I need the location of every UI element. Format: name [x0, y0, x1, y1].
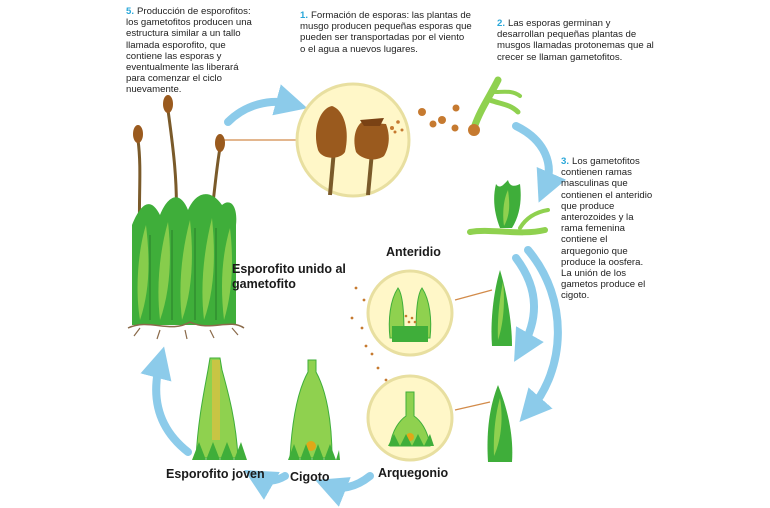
capsule-circle	[295, 82, 411, 198]
gametophyte-icon	[467, 180, 550, 236]
step-5-text: 5.Producción de esporofitos: los gametof…	[126, 6, 252, 96]
antheridium-icon	[366, 269, 454, 357]
label-esporofito-joven: Esporofito joven	[166, 467, 265, 481]
step-2-text: 2.Las esporas germinan y desarrollan peq…	[497, 18, 654, 63]
label-esporofito-unido: Esporofito unido al gametofito	[232, 262, 346, 291]
label-arquegonio: Arquegonio	[378, 466, 449, 480]
zygote-icon	[288, 359, 340, 460]
young-sporophyte-icon	[192, 357, 247, 460]
step-3-text: 3.Los gametofitos contienen ramas mascul…	[561, 156, 653, 302]
connector-lines	[218, 139, 493, 411]
label-cigoto: Cigoto	[290, 470, 330, 484]
anterozoids	[350, 286, 388, 382]
label-anteridio: Anteridio	[386, 245, 441, 259]
spore-icon	[390, 120, 404, 134]
female-branch	[487, 385, 513, 462]
cycle-arrow-icon	[140, 84, 567, 507]
capsule-icon	[133, 125, 143, 143]
archegonium-icon	[366, 374, 454, 462]
moss-plant-icon	[127, 95, 245, 340]
protonema-icon	[468, 76, 522, 136]
step-1-text: 1.Formación de esporas: las plantas de m…	[300, 10, 472, 55]
male-branch	[491, 270, 512, 346]
